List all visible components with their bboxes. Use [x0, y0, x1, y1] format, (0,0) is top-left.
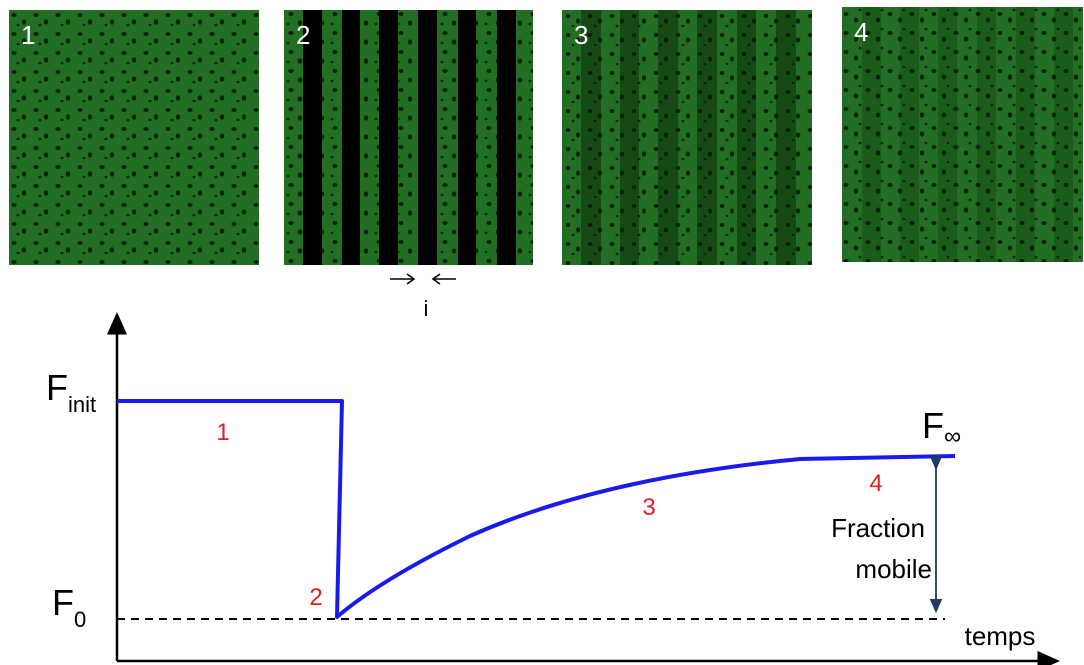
mobile-fraction-label-line2: mobile	[855, 554, 932, 584]
fluorescence-image-4	[842, 7, 1083, 262]
interfringe-label: i	[424, 296, 429, 321]
phase-label-4: 4	[869, 470, 882, 497]
phase-label-2: 2	[309, 584, 322, 611]
fluorescence-curve	[117, 399, 956, 619]
phase-label-3: 3	[642, 494, 655, 521]
panel-number: 2	[296, 20, 311, 50]
bleached-stripes	[303, 10, 516, 265]
panel-number: 1	[21, 20, 36, 50]
image-panel-1: 1	[9, 10, 259, 265]
panel-number: 3	[574, 20, 589, 50]
interfringe-marker	[390, 273, 456, 285]
finit-label: Finit	[46, 367, 96, 417]
image-panel-3: 3	[562, 10, 812, 265]
image-panel-2: 2	[284, 10, 533, 265]
recovering-stripes	[581, 10, 796, 265]
x-axis-label: temps	[965, 621, 1036, 651]
mobile-fraction-label-line1: Fraction	[831, 513, 925, 543]
image-panel-4: 4	[842, 7, 1083, 262]
panel-number: 4	[854, 17, 869, 47]
faint-stripes	[862, 7, 1073, 262]
finf-label: F∞	[922, 405, 961, 450]
fluorescence-image-3	[562, 10, 812, 265]
phase-label-1: 1	[216, 419, 229, 446]
fluorescence-image-1	[9, 10, 259, 265]
f0-label: F0	[52, 582, 86, 632]
fluorescence-image-2	[284, 10, 533, 265]
